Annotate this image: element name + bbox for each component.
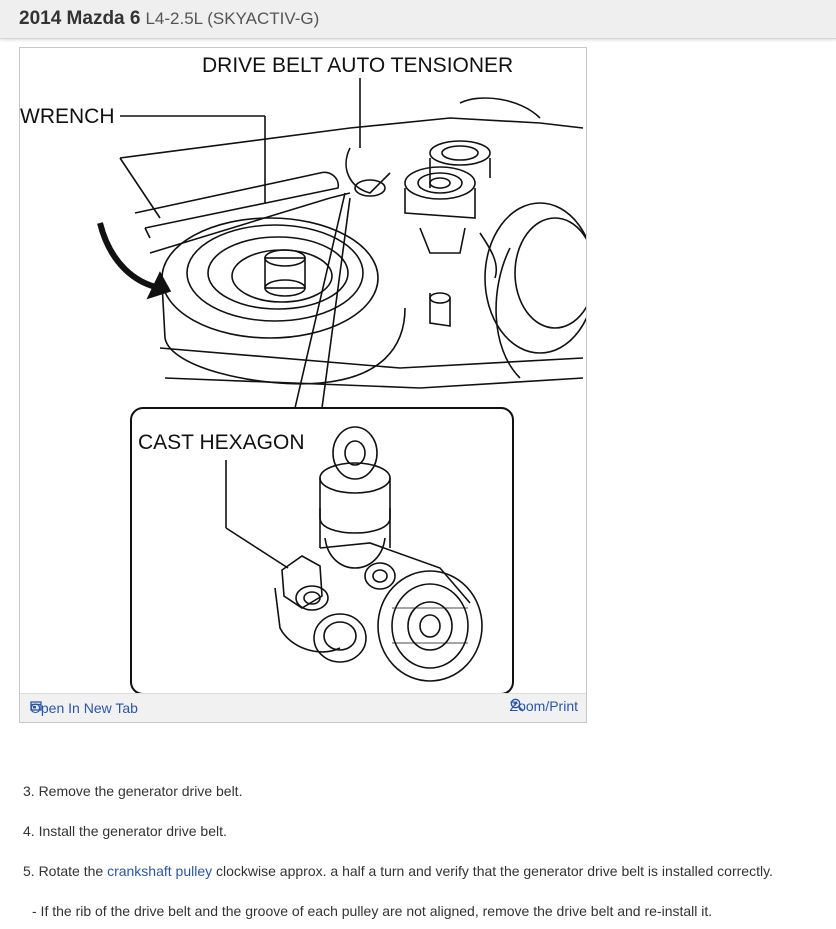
vehicle-engine: L4-2.5L (SKYACTIV-G) xyxy=(145,9,320,28)
open-in-new-tab-label: Open In New Tab xyxy=(30,700,138,716)
drive-belt-diagram: DRIVE BELT AUTO TENSIONER WRENCH CAST HE… xyxy=(20,54,586,694)
label-wrench: WRENCH xyxy=(20,105,115,128)
open-new-tab-icon xyxy=(30,701,42,711)
vehicle-model: 2014 Mazda 6 xyxy=(19,8,141,29)
crankshaft-pulley-link[interactable]: crankshaft pulley xyxy=(107,863,213,879)
diagram-figure: DRIVE BELT AUTO TENSIONER WRENCH CAST HE… xyxy=(19,47,587,723)
step-5-note: - If the rib of the drive belt and the g… xyxy=(32,903,713,919)
zoom-print-link[interactable]: Zoom/Print xyxy=(510,698,578,714)
label-hexagon: CAST HEXAGON xyxy=(138,431,304,454)
step-5: 5. Rotate the crankshaft pulley clockwis… xyxy=(23,862,773,880)
figure-toolbar: Open In New Tab Zoom/Print xyxy=(20,693,586,722)
step-3: 3. Remove the generator drive belt. xyxy=(23,783,243,799)
step-5-suffix: clockwise approx. a half a turn and veri… xyxy=(212,863,773,879)
page-header: 2014 Mazda 6 L4-2.5L (SKYACTIV-G) xyxy=(0,0,836,39)
zoom-icon xyxy=(510,698,524,712)
label-tensioner: DRIVE BELT AUTO TENSIONER xyxy=(202,54,513,77)
open-in-new-tab-link[interactable]: Open In New Tab xyxy=(30,700,138,716)
step-5-prefix: 5. Rotate the xyxy=(23,863,108,879)
step-4: 4. Install the generator drive belt. xyxy=(23,823,227,839)
zoom-print-label: Zoom/Print xyxy=(509,698,578,714)
